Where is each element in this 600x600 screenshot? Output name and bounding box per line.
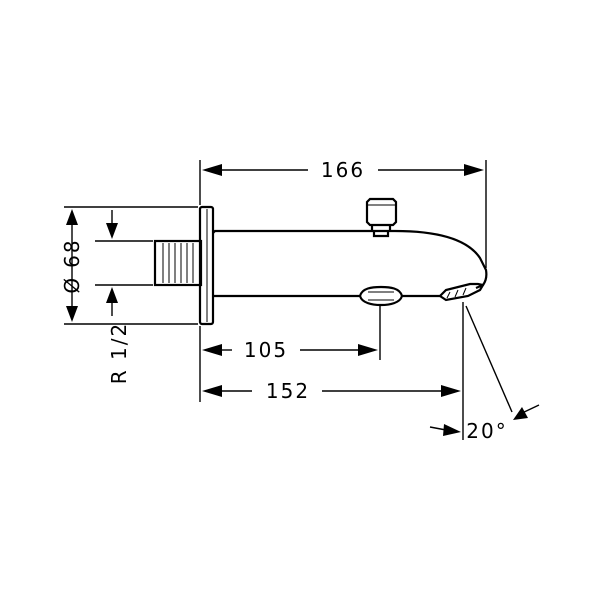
dim-arrow	[202, 344, 222, 356]
dim-arrow	[202, 385, 222, 397]
dim-arrow	[106, 223, 118, 239]
thread-lines	[162, 243, 194, 283]
thread-label: R 1/2	[107, 322, 131, 384]
dimension-diameter-68: Ø 68	[60, 206, 198, 325]
diameter-value: 68	[60, 238, 84, 267]
dim-label-152: 152	[266, 379, 310, 403]
outlet-nozzle	[438, 282, 485, 302]
bath-spout-outline	[153, 197, 488, 326]
diverter-button-detail	[368, 291, 394, 301]
angle-label: 20°	[466, 419, 507, 443]
dimension-angle-20: 20°	[429, 305, 540, 443]
dim-arrow	[441, 385, 461, 397]
diverter-stem	[370, 225, 392, 238]
dim-label-68: Ø 68	[60, 238, 84, 293]
dim-label-105: 105	[244, 338, 288, 362]
dim-arrow	[66, 209, 78, 225]
angle-arrow	[513, 407, 528, 420]
dim-arrow	[464, 164, 484, 176]
diverter-button	[358, 285, 404, 307]
dim-arrow	[202, 164, 222, 176]
threaded-connector	[153, 239, 203, 287]
dimension-152: 152	[202, 302, 464, 440]
dim-arrow	[66, 306, 78, 322]
dim-arrow	[358, 344, 378, 356]
wall-flange	[198, 205, 215, 326]
diverter-knob	[365, 197, 398, 227]
dimension-166: 166	[199, 158, 487, 268]
dim-label-166: 166	[321, 158, 365, 182]
outlet-nozzle-detail	[446, 287, 467, 299]
spout-body	[212, 229, 488, 298]
diameter-symbol: Ø	[60, 276, 84, 294]
dimension-105: 105	[199, 306, 381, 402]
angle-arrow	[443, 424, 461, 436]
dim-arrow	[106, 287, 118, 303]
dimension-thread: R 1/2	[95, 210, 153, 384]
